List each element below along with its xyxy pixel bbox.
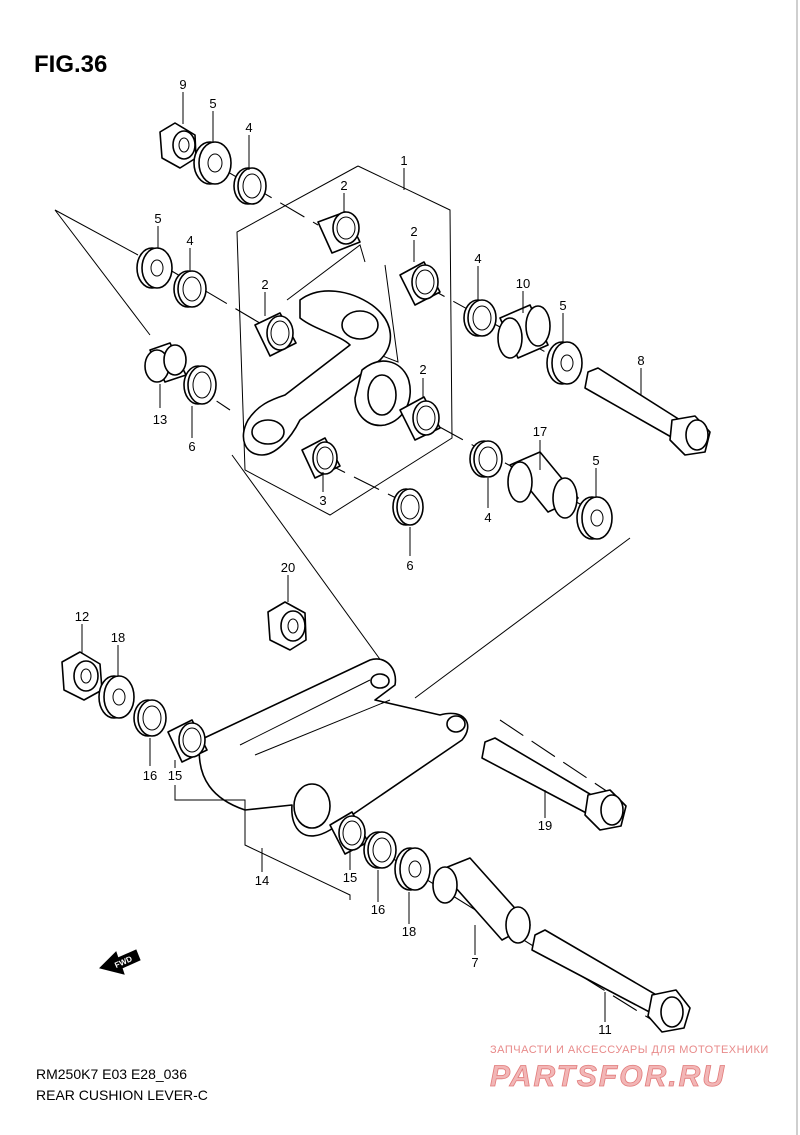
callout-19: 19 <box>538 818 552 833</box>
callout-5b: 5 <box>154 211 161 226</box>
seal-4d[interactable] <box>469 440 503 478</box>
callout-6a: 6 <box>188 439 195 454</box>
washer-5c[interactable] <box>546 341 583 385</box>
callout-15b: 15 <box>343 870 357 885</box>
flange-nut-20[interactable] <box>267 601 307 651</box>
bolt-8[interactable] <box>584 367 711 456</box>
callout-15a: 15 <box>168 768 182 783</box>
figure-caption: REAR CUSHION LEVER-C <box>36 1087 208 1103</box>
link-line-upper <box>231 454 396 681</box>
flange-nut-12[interactable] <box>61 651 103 701</box>
callout-2d: 2 <box>419 362 426 377</box>
spacer-7[interactable] <box>432 857 531 944</box>
needle-bearing-2c[interactable] <box>254 312 297 357</box>
washer-18a[interactable] <box>98 675 135 719</box>
needle-bearing-3[interactable] <box>301 437 341 479</box>
callout-5d: 5 <box>592 453 599 468</box>
needle-bearing-2b[interactable] <box>399 261 441 306</box>
washer-18b[interactable] <box>394 847 431 891</box>
callout-4d: 4 <box>484 510 491 525</box>
callout-5c: 5 <box>559 298 566 313</box>
seal-4b[interactable] <box>173 270 207 308</box>
seal-4c[interactable] <box>463 299 497 337</box>
model-code: RM250K7 E03 E28_036 <box>36 1066 187 1082</box>
bolt-19[interactable] <box>481 737 627 831</box>
flange-nut-9[interactable] <box>159 122 197 169</box>
callout-7: 7 <box>471 955 478 970</box>
cushion-rod-14[interactable] <box>198 658 469 837</box>
callout-4c: 4 <box>474 251 481 266</box>
callout-5a: 5 <box>209 96 216 111</box>
callout-17: 17 <box>533 424 547 439</box>
callout-9: 9 <box>179 77 186 92</box>
spacer-17[interactable] <box>507 451 579 519</box>
bracket-14-left <box>174 785 246 835</box>
group-bracket-5 <box>54 209 151 336</box>
callout-12: 12 <box>75 609 89 624</box>
spacer-10[interactable] <box>497 304 551 359</box>
cushion-lever-1[interactable] <box>242 290 412 456</box>
callout-14: 14 <box>255 873 269 888</box>
callout-2a: 2 <box>340 178 347 193</box>
callout-11: 11 <box>598 1022 612 1037</box>
callout-16a: 16 <box>143 768 157 783</box>
seal-6a[interactable] <box>183 365 217 405</box>
link-line-right <box>414 537 631 699</box>
watermark-brand: PARTSFOR.RU <box>490 1060 726 1093</box>
spacer-13[interactable] <box>144 342 187 383</box>
callout-1: 1 <box>400 153 407 168</box>
leader-lines <box>81 92 642 1022</box>
callout-18a: 18 <box>111 630 125 645</box>
bearing-15a[interactable] <box>167 719 208 763</box>
needle-bearing-2d[interactable] <box>399 396 441 441</box>
callout-20: 20 <box>281 560 295 575</box>
callout-2c: 2 <box>261 277 268 292</box>
seal-6b[interactable] <box>392 488 424 526</box>
callout-4b: 4 <box>186 233 193 248</box>
needle-bearing-2a[interactable] <box>317 211 361 254</box>
callout-8: 8 <box>637 353 644 368</box>
washer-5b[interactable] <box>136 247 173 289</box>
watermark-tagline: ЗАПЧАСТИ И АКСЕССУАРЫ ДЛЯ МОТОТЕХНИКИ <box>490 1044 769 1056</box>
seal-4a[interactable] <box>233 167 267 205</box>
bolt-11[interactable] <box>531 929 691 1033</box>
bracket-14-right <box>244 835 351 900</box>
callout-16b: 16 <box>371 902 385 917</box>
callout-13: 13 <box>153 412 167 427</box>
lever-frame-outline <box>236 165 453 516</box>
callout-2b: 2 <box>410 224 417 239</box>
callout-10: 10 <box>516 276 530 291</box>
seal-16a[interactable] <box>133 699 167 737</box>
seal-16b[interactable] <box>363 831 397 869</box>
figure-title: FIG.36 <box>34 51 107 78</box>
callout-3: 3 <box>319 493 326 508</box>
fwd-arrow-icon: FWD <box>99 949 141 975</box>
callout-labels: 9 5 4 1 2 2 5 4 2 4 10 5 8 2 13 6 17 5 3… <box>75 77 645 1037</box>
callout-4a: 4 <box>245 120 252 135</box>
washer-5d[interactable] <box>576 496 613 540</box>
washer-5a[interactable] <box>193 141 232 185</box>
callout-6b: 6 <box>406 558 413 573</box>
callout-18b: 18 <box>402 924 416 939</box>
